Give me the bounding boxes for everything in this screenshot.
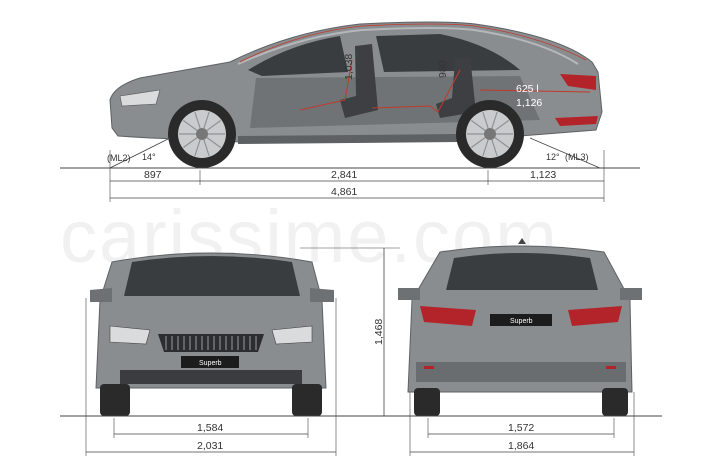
- boot-length-value: 1,126: [516, 97, 542, 109]
- rear-bumper: [416, 362, 626, 382]
- rear-view: Superb 1,572 1,864: [398, 238, 642, 456]
- side-sill: [238, 134, 458, 144]
- wheel-spoke: [183, 119, 198, 131]
- wheel-spoke: [491, 139, 498, 157]
- front-width-value: 2,031: [197, 440, 223, 452]
- wheel-spoke: [203, 139, 210, 157]
- front-windscreen: [124, 256, 300, 296]
- wheel-spoke: [203, 111, 210, 129]
- front-track-value: 1,584: [197, 422, 223, 434]
- rear-seat: [436, 56, 476, 118]
- front-seat: [340, 44, 378, 118]
- departure-angle: 12°: [546, 152, 560, 162]
- wheel-spoke: [471, 137, 486, 149]
- front-left-mirror: [90, 288, 112, 302]
- rear-left-reflector: [424, 366, 434, 369]
- approach-label: (ML2): [107, 153, 131, 163]
- front-right-mirror: [310, 288, 334, 302]
- front-headroom-value: 1,038: [343, 54, 355, 80]
- side-roof-highlight: [237, 27, 579, 65]
- approach-angle-line: [109, 137, 171, 169]
- wheel-spoke: [194, 139, 201, 157]
- interior-measure-lines: [299, 59, 591, 113]
- wheel-spokes: [179, 111, 513, 157]
- front-badge-text: Superb: [199, 360, 222, 367]
- front-number-plate: [181, 356, 239, 368]
- departure-label: (ML3): [565, 152, 589, 162]
- roof-measure-line: [239, 23, 587, 63]
- rear-overhang-value: 1,123: [530, 169, 556, 181]
- rear-left-taillight: [420, 306, 476, 326]
- side-headlight: [119, 89, 161, 107]
- rear-track-value: 1,572: [508, 422, 534, 434]
- front-right-headlight: [271, 325, 313, 345]
- rear-wheel: [456, 100, 524, 168]
- rear-left-tyre: [414, 388, 440, 416]
- wheelbase-value: 2,841: [331, 169, 357, 181]
- front-overhang-value: 897: [144, 169, 162, 181]
- rear-width-value: 1,864: [508, 440, 534, 452]
- rear-right-taillight: [568, 306, 622, 326]
- boot-volume-value: 625 l: [516, 83, 539, 95]
- rear-right-mirror: [620, 288, 642, 300]
- rear-left-mirror: [398, 288, 420, 300]
- rear-antenna: [518, 238, 526, 244]
- side-view: (ML2) 14° 12° (ML3) 897 2,841 1,123 4,86…: [60, 21, 640, 202]
- rear-right-tyre: [602, 388, 628, 416]
- side-window-rear: [376, 34, 520, 72]
- rear-headroom-value: 980: [437, 60, 449, 78]
- rear-badge-text: Superb: [510, 318, 533, 325]
- front-wheel: [168, 100, 236, 168]
- grille-bars: [165, 336, 257, 350]
- length-value: 4,861: [331, 186, 357, 198]
- front-grille: [158, 334, 264, 352]
- departure-angle-line: [529, 137, 601, 169]
- rear-right-reflector: [606, 366, 616, 369]
- front-right-tyre: [292, 384, 322, 416]
- front-view: Superb 1,468 1,584 2,031: [85, 247, 400, 456]
- wheel-spoke: [206, 119, 221, 131]
- front-left-headlight: [109, 325, 151, 345]
- side-reflector: [555, 116, 598, 126]
- wheel-spoke: [206, 137, 221, 149]
- rear-window: [446, 253, 598, 290]
- wheel-spoke: [494, 137, 509, 149]
- front-left-tyre: [100, 384, 130, 416]
- wheel-spoke: [482, 111, 489, 129]
- side-taillight: [560, 74, 596, 90]
- wheel-spoke: [491, 111, 498, 129]
- rear-number-plate: [490, 314, 552, 326]
- side-window-front: [248, 36, 348, 76]
- wheel-spoke: [194, 111, 201, 129]
- wheel-spoke: [482, 139, 489, 157]
- approach-angle: 14°: [142, 152, 156, 162]
- wheel-spoke: [494, 119, 509, 131]
- wheel-spoke: [471, 119, 486, 131]
- wheel-spoke: [183, 137, 198, 149]
- front-lower-intake: [120, 370, 302, 384]
- height-value: 1,468: [373, 319, 385, 345]
